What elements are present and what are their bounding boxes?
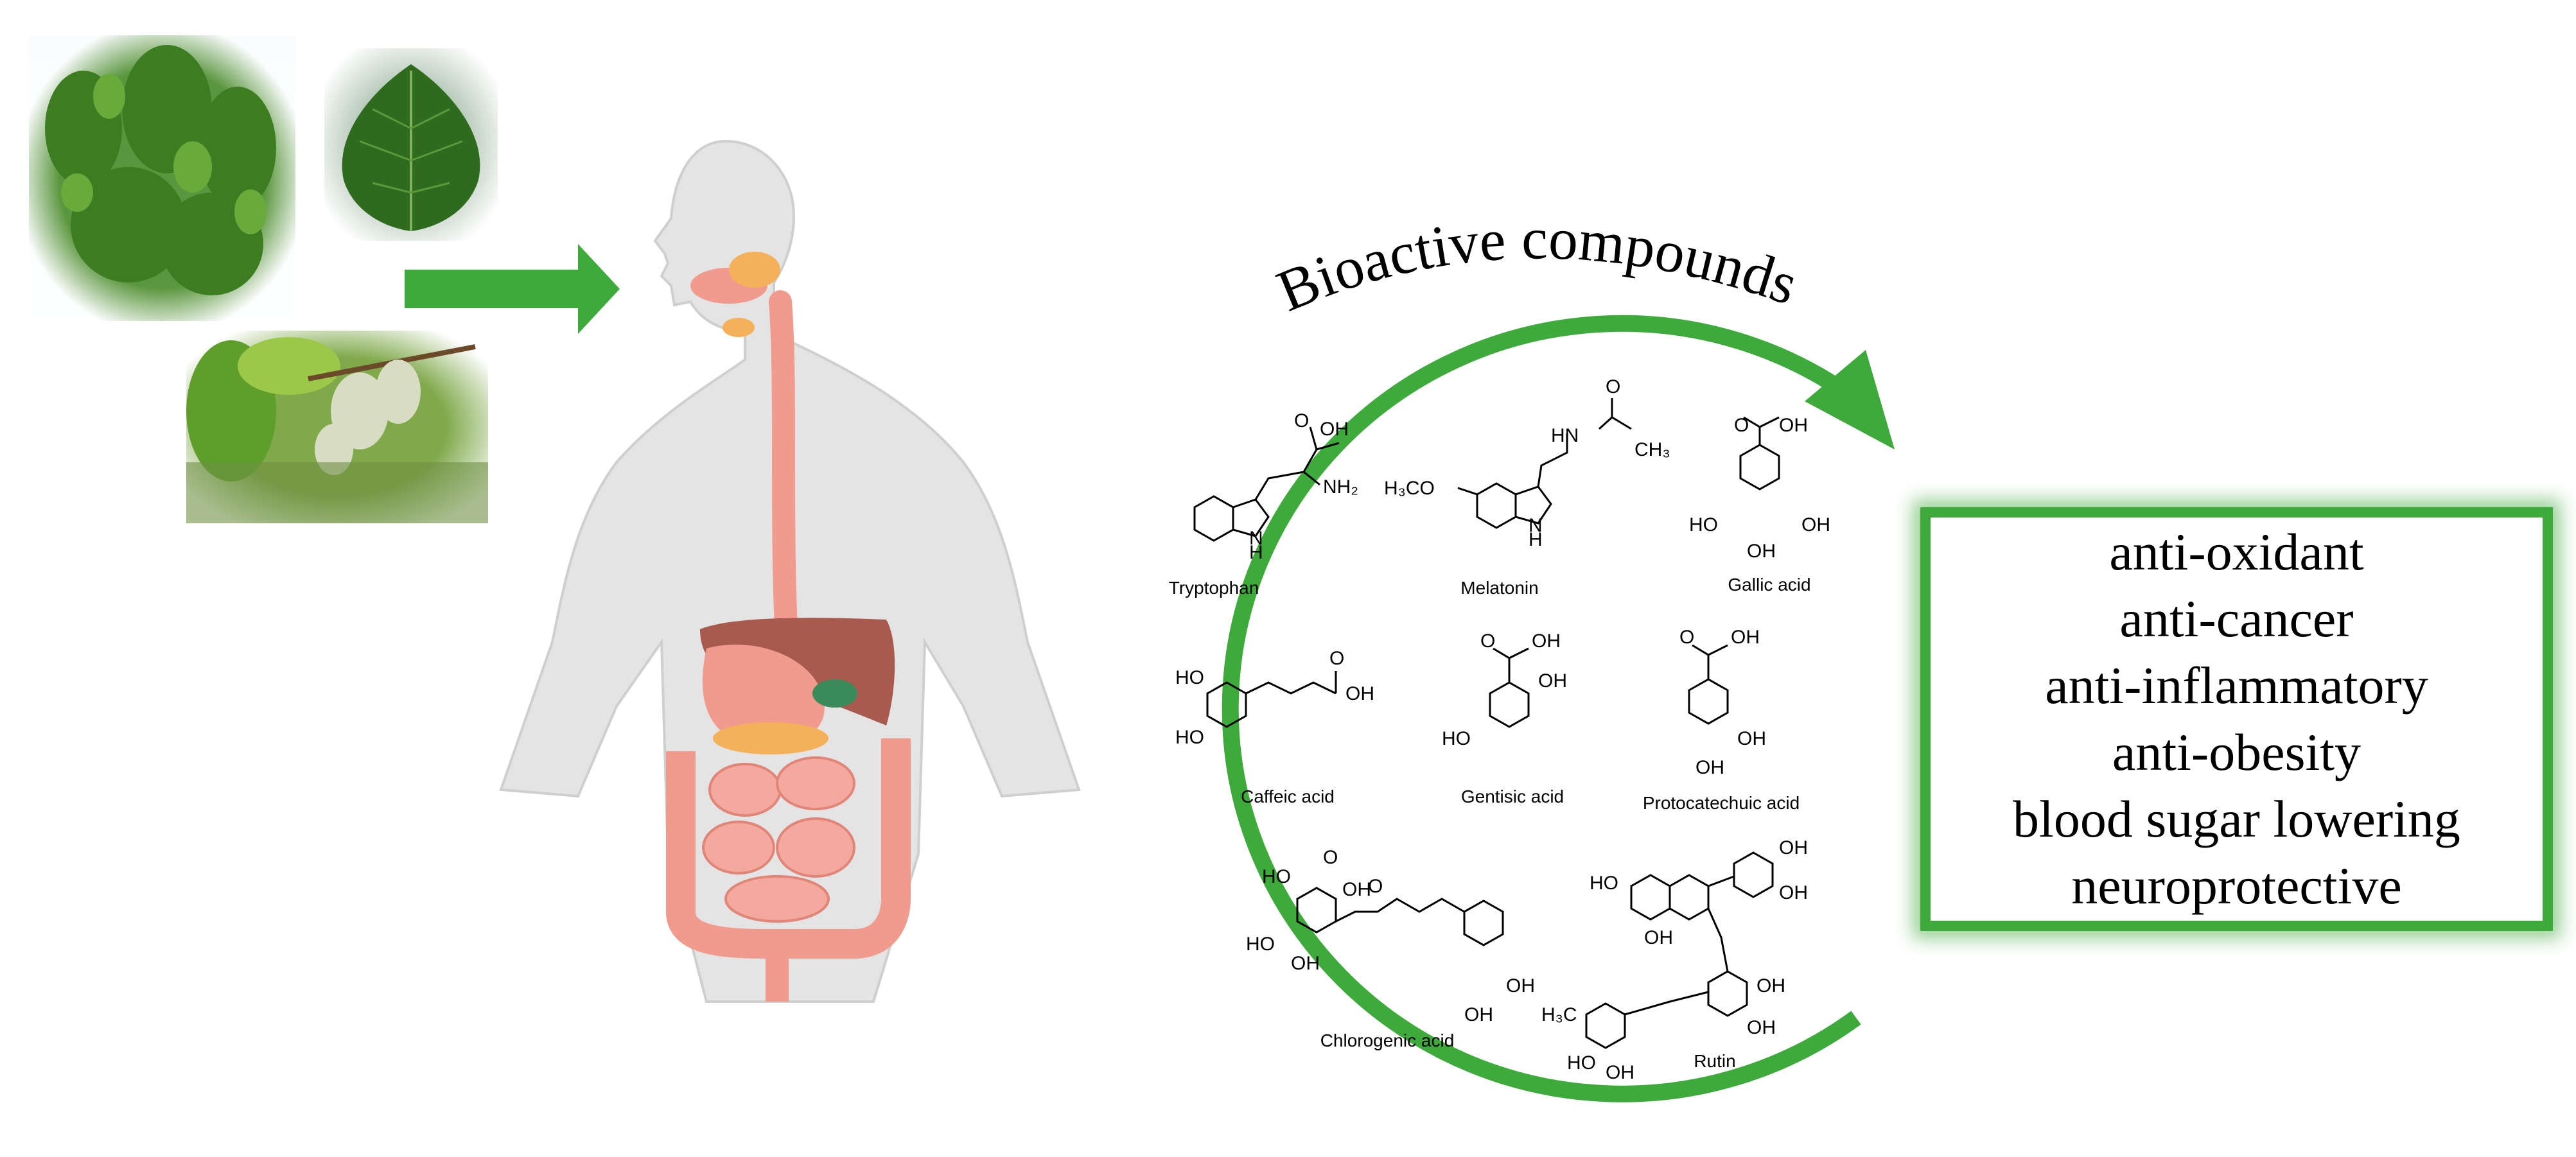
svg-text:OH: OH [1464, 1004, 1493, 1025]
svg-text:H₃CO: H₃CO [1384, 478, 1435, 499]
svg-text:OH: OH [1747, 541, 1776, 562]
svg-text:HN: HN [1551, 425, 1579, 446]
svg-text:N: N [1249, 528, 1263, 549]
svg-text:OH: OH [1757, 975, 1785, 996]
plant-photo-leaf [324, 48, 498, 241]
svg-text:OH: OH [1801, 514, 1830, 535]
svg-text:H₃C: H₃C [1541, 1004, 1577, 1025]
structure-rutin: HO OH OH OH H₃C HO OH OH OH Rutin [1541, 837, 1808, 1083]
svg-text:OH: OH [1532, 631, 1561, 652]
svg-text:N: N [1529, 515, 1543, 536]
effect-item: anti-obesity [2112, 723, 2361, 781]
svg-text:O: O [1679, 627, 1694, 648]
svg-text:OH: OH [1779, 882, 1808, 903]
svg-text:OH: OH [1747, 1017, 1776, 1038]
svg-text:OH: OH [1737, 728, 1766, 749]
structure-caffeic-acid: HO HO O OH Caffeic acid [1175, 648, 1374, 806]
svg-text:OH: OH [1779, 415, 1808, 436]
label-gentisic-acid: Gentisic acid [1461, 787, 1564, 806]
svg-text:OH: OH [1644, 927, 1673, 948]
intake-arrow [405, 244, 620, 334]
svg-text:HO: HO [1442, 728, 1471, 749]
health-effects-box: anti-oxidant anti-cancer anti-inflammatory… [1920, 507, 2553, 931]
svg-text:O: O [1480, 631, 1495, 652]
svg-text:OH: OH [1342, 879, 1371, 900]
label-caffeic-acid: Caffeic acid [1241, 787, 1335, 806]
structure-tryptophan: OH O NH₂ H N Tryptophan [1169, 410, 1358, 598]
svg-text:HO: HO [1175, 667, 1204, 688]
svg-text:OH: OH [1320, 419, 1349, 440]
svg-text:HO: HO [1246, 934, 1275, 955]
structure-gentisic-acid: O OH OH HO Gentisic acid [1442, 631, 1567, 806]
effect-item: blood sugar lowering [2013, 790, 2460, 848]
label-chlorogenic-acid: Chlorogenic acid [1320, 1031, 1455, 1050]
svg-text:O: O [1323, 847, 1338, 868]
svg-text:H: H [1529, 529, 1543, 550]
structure-chlorogenic-acid: O OH HO HO OH O OH OH Chlorogenic acid [1246, 847, 1535, 1050]
structure-melatonin: H₃CO HN O CH₃ H N Melatonin [1384, 376, 1670, 598]
human-body-illustration [499, 139, 1081, 1003]
label-gallic-acid: Gallic acid [1728, 575, 1810, 595]
svg-text:HO: HO [1175, 727, 1204, 748]
svg-text:HO: HO [1689, 514, 1718, 535]
effect-item: anti-cancer [2119, 589, 2354, 648]
effect-item: anti-oxidant [2109, 523, 2364, 581]
svg-text:NH₂: NH₂ [1323, 476, 1358, 498]
svg-text:O: O [1606, 376, 1620, 397]
svg-text:HO: HO [1590, 873, 1618, 894]
svg-text:OH: OH [1779, 837, 1808, 858]
svg-text:OH: OH [1506, 975, 1535, 996]
svg-text:H: H [1249, 542, 1263, 563]
svg-text:OH: OH [1345, 683, 1374, 704]
svg-text:OH: OH [1695, 757, 1724, 778]
label-rutin: Rutin [1694, 1051, 1735, 1071]
svg-text:CH₃: CH₃ [1634, 439, 1670, 460]
cycle-arrow [1222, 315, 1868, 1102]
svg-text:O: O [1734, 415, 1749, 436]
effect-item: neuroprotective [2071, 857, 2402, 915]
svg-text:OH: OH [1291, 953, 1320, 974]
plant-photo-fruit [186, 331, 488, 523]
svg-text:OH: OH [1731, 627, 1760, 648]
svg-text:HO: HO [1262, 866, 1291, 887]
structure-protocatechuic-acid: O OH OH OH Protocatechuic acid [1643, 627, 1800, 813]
svg-text:O: O [1294, 410, 1309, 431]
effect-item: anti-inflammatory [2045, 656, 2428, 715]
svg-text:HO: HO [1567, 1052, 1596, 1074]
structure-gallic-acid: O OH HO OH OH Gallic acid [1689, 415, 1830, 595]
svg-text:O: O [1329, 648, 1344, 669]
cycle-arrowhead [1805, 350, 1895, 449]
label-tryptophan: Tryptophan [1169, 578, 1259, 598]
plant-photo-tree [29, 35, 295, 321]
svg-text:O: O [1368, 876, 1383, 897]
svg-text:OH: OH [1538, 670, 1567, 692]
bioactive-compounds-title: Bioactive compounds [1268, 205, 1805, 324]
svg-text:OH: OH [1606, 1062, 1634, 1083]
label-melatonin: Melatonin [1460, 578, 1538, 598]
label-protocatechuic-acid: Protocatechuic acid [1643, 793, 1800, 813]
